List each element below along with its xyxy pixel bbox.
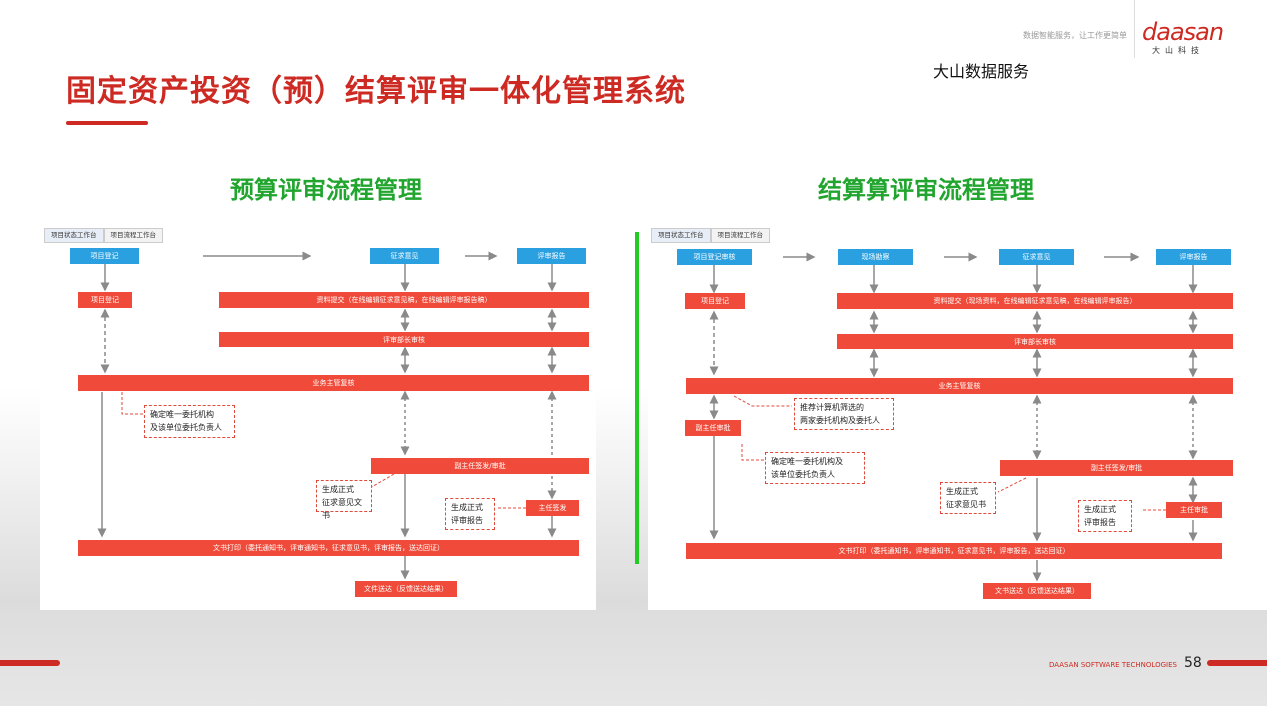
right-stage-report[interactable]: 评审报告 [1156,249,1231,265]
left-step-submit[interactable]: 资料提交（在线编辑征求意见稿，在线编辑评审报告稿） [219,292,589,308]
right-step-business-review[interactable]: 业务主管复核 [686,378,1233,394]
brand-separator [1134,0,1135,58]
right-step-print[interactable]: 文书打印（委托通知书，评审通知书，征求意见书，评审报告，送达回证） [686,543,1222,559]
right-step-deputy-sign[interactable]: 副主任签发/审批 [1000,460,1233,476]
footer-accent-right [1207,660,1267,666]
left-stage-report[interactable]: 评审报告 [517,248,586,264]
left-stage-register[interactable]: 项目登记 [70,248,139,264]
left-step-director-sign[interactable]: 主任签发 [526,500,579,516]
right-section-title: 结算算评审流程管理 [818,176,1034,204]
left-note-generate-report: 生成正式 评审报告 [445,498,495,530]
tab-project-status[interactable]: 项目状态工作台 [44,228,104,242]
footer-company: DAASAN SOFTWARE TECHNOLOGIES [1049,661,1177,669]
right-step-deliver[interactable]: 文书送达（反馈送达结果） [983,583,1091,599]
tab-project-status[interactable]: 项目状态工作台 [651,228,711,242]
company-logo: daasan [1142,18,1224,46]
tab-project-flow[interactable]: 项目流程工作台 [710,228,770,242]
brand-tagline: 数据智能服务，让工作更简单 [1023,31,1127,40]
right-flow-connectors [709,252,1198,582]
right-step-dept-review[interactable]: 评审部长审核 [837,334,1233,349]
right-note-generate-opinion: 生成正式 征求意见书 [940,482,996,514]
left-stage-opinion[interactable]: 征求意见 [370,248,439,264]
right-stage-register-review[interactable]: 项目登记审核 [677,249,752,265]
left-flowchart-panel: 项目状态工作台 项目流程工作台 [40,226,596,610]
left-step-register[interactable]: 项目登记 [78,292,132,308]
right-step-submit[interactable]: 资料提交（现场资料，在线编辑征求意见稿，在线编辑评审报告） [837,293,1233,309]
right-step-deputy-approve[interactable]: 副主任审批 [685,420,741,436]
page-title: 固定资产投资（预）结算评审一体化管理系统 [66,74,686,109]
right-tab-bar: 项目状态工作台 项目流程工作台 [651,228,770,243]
title-underline [66,121,148,125]
company-name: 大山数据服务 [933,62,1030,81]
right-stage-opinion[interactable]: 征求意见 [999,249,1074,265]
left-step-deputy-sign[interactable]: 副主任签发/审批 [371,458,589,474]
left-step-deliver[interactable]: 文件送达（反馈送达结果） [355,581,457,597]
right-flowchart-panel: 项目状态工作台 项目流程工作台 [648,226,1267,610]
left-step-business-review[interactable]: 业务主管复核 [78,375,589,391]
page-number: 58 [1184,655,1202,671]
left-section-title: 预算评审流程管理 [230,176,422,204]
left-note-confirm-agency: 确定唯一委托机构 及该单位委托负责人 [144,405,235,438]
left-step-dept-review[interactable]: 评审部长审核 [219,332,589,347]
left-note-generate-opinion: 生成正式 征求意见文书 [316,480,372,520]
right-step-director-approve[interactable]: 主任审批 [1166,502,1222,518]
left-flow-connectors [97,251,557,580]
right-note-confirm-agency: 确定唯一委托机构及 该单位委托负责人 [765,452,865,484]
right-note-recommend-agency: 推荐计算机筛选的 两家委托机构及委托人 [794,398,894,430]
right-step-register[interactable]: 项目登记 [685,293,745,309]
footer-accent-left [0,660,60,666]
panel-divider [635,232,639,564]
right-note-generate-report: 生成正式 评审报告 [1078,500,1132,532]
tab-project-flow[interactable]: 项目流程工作台 [103,228,163,242]
company-logo-subtitle: 大山科技 [1152,46,1204,55]
right-stage-site-survey[interactable]: 现场勘察 [838,249,913,265]
left-tab-bar: 项目状态工作台 项目流程工作台 [44,228,163,243]
left-step-print[interactable]: 文书打印（委托通知书，评审通知书，征求意见书，评审报告，送达回证） [78,540,579,556]
